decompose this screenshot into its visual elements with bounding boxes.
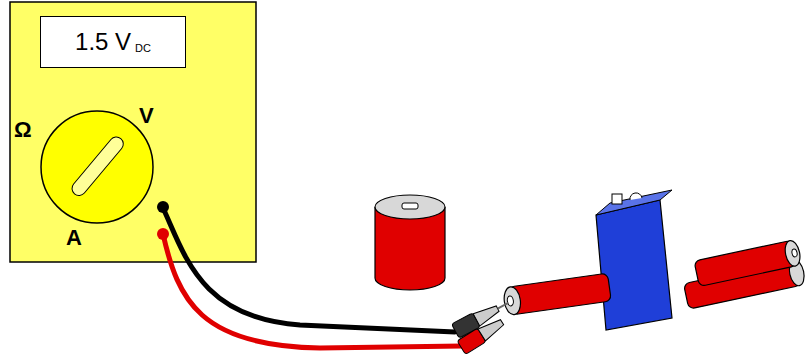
selector-dial [41, 111, 153, 223]
multimeter-display: 1.5 V DC [40, 16, 186, 68]
voltage-reading: 1.5 V [75, 28, 131, 55]
red-probe [457, 315, 506, 354]
com-jack [157, 201, 169, 213]
unit-subscript: DC [135, 42, 151, 54]
v-jack [157, 228, 169, 240]
dial-setting-label: V [139, 103, 154, 129]
dial-setting-label: Ω [14, 117, 32, 143]
black-lead [163, 208, 455, 332]
multimeter-body [10, 2, 256, 262]
dial-setting-label: A [66, 225, 82, 251]
aa-battery-pair [679, 239, 806, 309]
aa-battery-probed [502, 273, 611, 315]
d-cell-battery [375, 195, 445, 290]
dial-pointer [69, 134, 126, 198]
nine-volt-battery [596, 190, 672, 330]
reading-line: 1.5 V DC [75, 28, 151, 56]
